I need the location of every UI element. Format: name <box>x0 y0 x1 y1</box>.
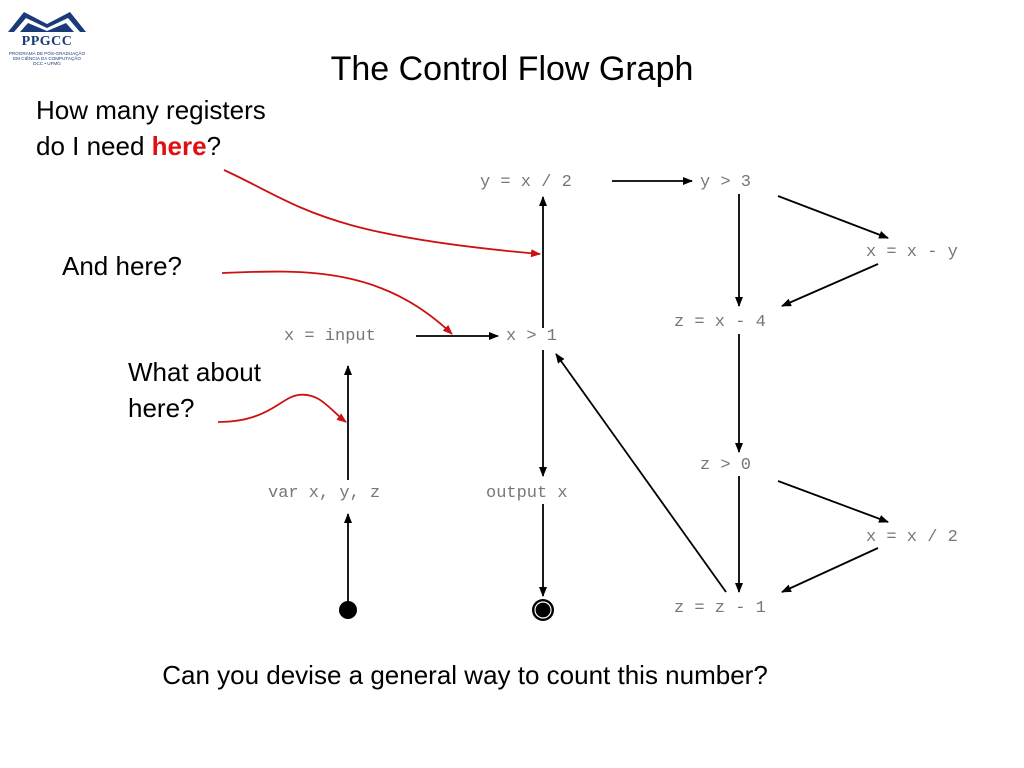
pointer-here-2 <box>221 270 453 335</box>
question-registers-pre: do I need <box>36 131 152 161</box>
node-y-gt: y > 3 <box>700 173 751 192</box>
exit-node-ring <box>534 601 552 619</box>
ppgcc-logo: PPGCC PROGRAMA DE PÓS-GRADUAÇÃO EM CIÊNC… <box>4 6 90 66</box>
node-z-gt: z > 0 <box>700 456 751 475</box>
edge-zdec-to-xgt <box>555 353 727 593</box>
entry-node <box>339 601 357 619</box>
question-registers: How many registers do I need here? <box>36 92 266 164</box>
edge-zgt-to-xdiv2 <box>777 480 889 523</box>
pointer-here-3 <box>217 393 347 423</box>
node-x-gt: x > 1 <box>506 327 557 346</box>
logo-subtitle-line2: EM CIÊNCIA DA COMPUTAÇÃO <box>13 56 81 61</box>
question-registers-line1: How many registers <box>36 95 266 125</box>
question-what-about-line2: here? <box>128 393 195 423</box>
edge-xminusy-to-zx4 <box>781 263 879 307</box>
question-what-about: What about here? <box>128 354 261 426</box>
edge-ygt-to-xminusy <box>777 195 889 239</box>
node-output: output x <box>486 484 568 503</box>
question-registers-post: ? <box>206 131 222 161</box>
node-x-div2: x = x / 2 <box>866 528 958 547</box>
node-y-div: y = x / 2 <box>480 173 572 192</box>
logo-name: PPGCC <box>21 34 73 49</box>
node-z-x4: z = x - 4 <box>674 313 766 332</box>
question-registers-highlight: here <box>151 131 207 161</box>
edge-xdiv2-to-zdec <box>781 547 879 593</box>
slide-title: The Control Flow Graph <box>330 50 694 88</box>
question-registers-line2: do I need here? <box>36 128 266 164</box>
bottom-question: Can you devise a general way to count th… <box>162 660 768 690</box>
logo-subtitle-line3: DCC • UFMG <box>33 61 61 66</box>
node-var-decl: var x, y, z <box>268 484 380 503</box>
node-z-dec: z = z - 1 <box>674 599 766 618</box>
question-and-here: And here? <box>62 251 182 281</box>
logo-subtitle-line1: PROGRAMA DE PÓS-GRADUAÇÃO <box>8 51 86 56</box>
node-x-minus-y: x = x - y <box>866 243 958 262</box>
pointer-here-1 <box>223 169 541 258</box>
node-x-input: x = input <box>284 327 376 346</box>
logo-emblem-icon <box>8 12 86 32</box>
question-what-about-line1: What about <box>128 357 261 387</box>
